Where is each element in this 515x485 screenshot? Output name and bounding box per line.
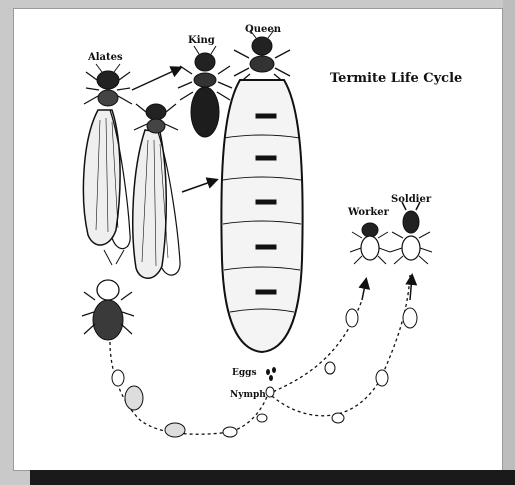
diagram-title: Termite Life Cycle <box>330 71 462 86</box>
dealate-illustration <box>82 250 134 340</box>
label-worker: Worker <box>347 207 390 218</box>
label-eggs: Eggs <box>232 368 257 378</box>
arrow-alate-to-king <box>132 68 180 90</box>
label-king: King <box>188 35 215 46</box>
alate-illustration-right <box>133 104 180 278</box>
king-illustration <box>178 46 232 137</box>
label-alates: Alates <box>87 52 123 63</box>
label-soldier: Soldier <box>391 194 432 205</box>
arrow-to-worker <box>362 280 366 300</box>
label-nymph: Nymph <box>230 390 266 400</box>
queen-illustration <box>221 30 302 352</box>
arrow-alate-to-queen <box>182 180 216 192</box>
label-queen: Queen <box>245 24 282 35</box>
eggs-illustration <box>266 367 276 381</box>
alate-illustration-left <box>83 64 132 249</box>
arrow-to-soldier <box>410 276 412 300</box>
soldier-illustration <box>390 202 432 264</box>
worker-illustration <box>350 223 390 264</box>
